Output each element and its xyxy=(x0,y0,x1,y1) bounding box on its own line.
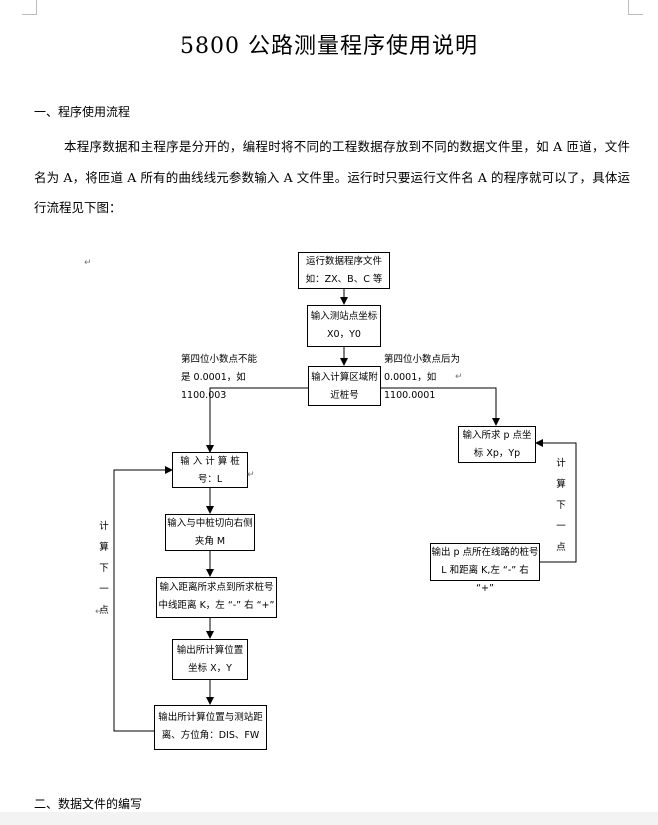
paragraph-mark: ↵ xyxy=(247,470,255,480)
left-branch-note: 第四位小数点不能是 0.0001，如 1100.003 xyxy=(181,351,263,405)
page-corner-marker xyxy=(22,0,37,15)
flow-box-input-p-point: 输入所求 p 点坐标 Xp，Yp xyxy=(458,426,536,463)
left-branch-note-text: 第四位小数点不能是 0.0001，如 1100.003 xyxy=(181,354,258,401)
flow-box-input-angle: 输入与中桩切向右侧夹角 M xyxy=(165,514,255,551)
page-bottom-edge xyxy=(0,812,658,825)
section-heading-1: 一、程序使用流程 xyxy=(34,105,131,119)
right-branch-note: 第四位小数点后为 0.0001，如 1100.0001 xyxy=(384,351,470,405)
flow-box-output-xy: 输出所计算位置坐标 X，Y xyxy=(172,639,248,680)
paragraph-mark: ↵ xyxy=(455,372,463,382)
paragraph-mark: ↵ xyxy=(95,607,103,617)
document-title: 5800 公路测量程序使用说明 xyxy=(180,34,478,59)
flow-box-output-p-point: 输出 p 点所在线路的桩号 L 和距离 K,左 “-” 右 “+” xyxy=(430,543,540,594)
flow-box-input-offset: 输入距离所求点到所求桩号中线距离 K，左 “-” 右 “+” xyxy=(156,577,277,618)
flow-box-station-coordinates: 输入测站点坐标 X0，Y0 xyxy=(307,305,381,347)
page-corner-marker xyxy=(628,0,643,15)
paragraph-mark: ↵ xyxy=(84,258,92,268)
section-heading-2: 二、数据文件的编写 xyxy=(34,797,143,811)
flow-box-output-distance: 输出所计算位置与测站距离、方位角：DIS、FW xyxy=(154,705,267,750)
flow-box-nearby-chainage: 输入计算区域附近桩号 xyxy=(308,366,381,406)
right-branch-note-text: 第四位小数点后为 0.0001，如 1100.0001 xyxy=(384,354,461,401)
flow-box-input-chainage: 输 入 计 算 桩 号：L xyxy=(172,452,248,488)
intro-paragraph: 本程序数据和主程序是分开的，编程时将不同的工程数据存放到不同的数据文件里，如 A… xyxy=(34,139,630,215)
loop-label-right: 计算下一点 xyxy=(556,458,566,553)
loop-label-left: 计算下一点 xyxy=(99,521,109,616)
flow-box-run-program: 运行数据程序文件如：ZX、B、C 等 xyxy=(298,252,390,289)
